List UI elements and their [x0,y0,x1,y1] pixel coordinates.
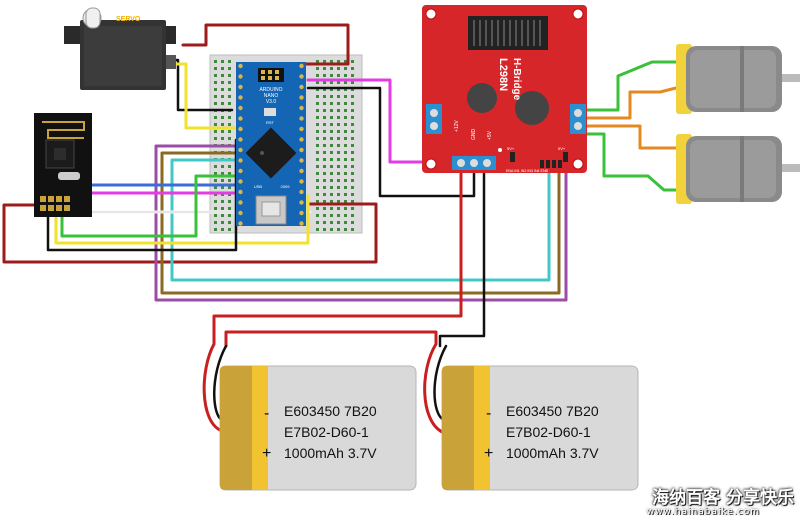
battery-2-line2: E7B02-D60-1 [506,424,591,440]
wire-red-top [181,23,350,66]
wires [2,23,686,434]
wire-brown [160,151,561,295]
watermark-url: www.hainabaike.com [646,507,760,517]
nano-rst: RST [266,120,275,125]
wire-black-battery [438,164,486,348]
nano-label-3: V3.0 [266,99,277,105]
battery-1-plus: + [262,445,271,462]
arduino-nano: ARDUINO NANO V3.0 RST USB 2009 [236,62,306,226]
l298n-gnd: GND [471,129,477,141]
wire-red-series [224,330,438,348]
battery-2-line1: E603450 7B20 [506,403,599,419]
wire-red-loop [2,202,378,264]
wire-red-battery [212,164,463,346]
battery-2: - E603450 7B20 E7B02-D60-1 + 1000mAh 3.7… [441,365,639,491]
wire-black-gnd [306,86,476,198]
l298n-12v: +12V [454,120,460,132]
dc-motor-1 [676,44,800,114]
wire-motor-green2 [580,132,686,192]
battery-1: - E603450 7B20 E7B02-D60-1 + 1000mAh 3.7… [219,365,417,491]
battery-1-line3: 1000mAh 3.7V [284,445,377,461]
wire-green [60,174,238,238]
l298n-jumper-b: 5V+ [558,146,566,151]
nano-usb: USB [254,184,263,189]
dc-motor-2 [676,134,800,204]
wire-teal [170,158,551,282]
battery-1-line1: E603450 7B20 [284,403,377,419]
servo-label: SERVO [116,16,141,23]
l298n-driver: L298N H-Bridge +12V GND +5V 5V+ 5V+ ENA … [422,5,587,173]
nano-label-1: ARDUINO [259,87,282,93]
battery-2-plus: + [484,445,493,462]
l298n-5v: +5V [487,130,493,140]
servo-motor: SERVO [64,7,176,90]
wire-motor-orange [580,84,686,120]
wire-magenta-top [306,78,447,164]
battery-1-minus: - [264,405,269,422]
nano-year: 2009 [281,184,291,189]
nrf24l01-module [34,113,92,217]
wire-yellow-low [54,194,310,245]
wire-yellow-servo [170,62,238,130]
l298n-jumper-a: 5V+ [507,146,515,151]
l298n-title: L298N [497,58,509,91]
wire-motor-orange2 [580,124,686,150]
nano-label-2: NANO [264,93,279,99]
battery-1-line2: E7B02-D60-1 [284,424,369,440]
wire-purple [154,144,568,302]
battery-2-minus: - [486,405,491,422]
l298n-pins: ENA IN1 IN2 IN3 IN4 ENB [506,169,549,173]
battery-2-line3: 1000mAh 3.7V [506,445,599,461]
wire-motor-green [580,60,686,112]
watermark-text: 海纳百客 分享快乐 [652,488,794,508]
l298n-subtitle: H-Bridge [511,58,522,101]
